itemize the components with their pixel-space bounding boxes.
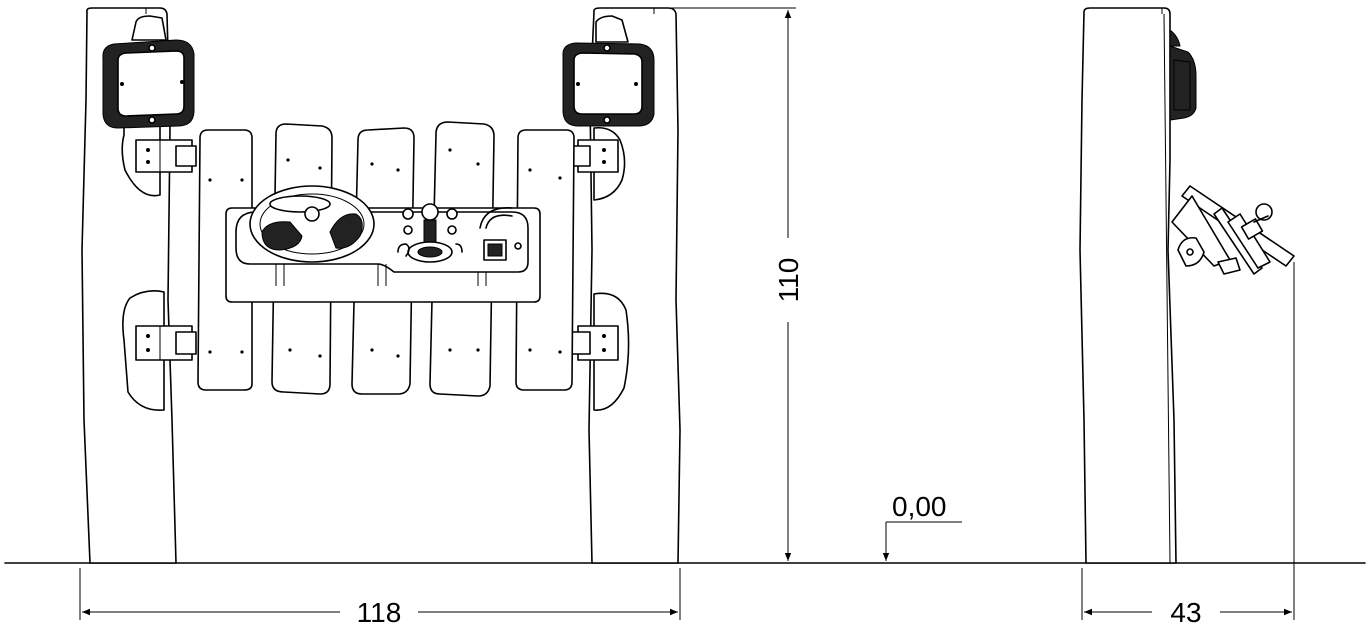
side-post: [1079, 7, 1177, 564]
ground-level-label: 0,00: [892, 491, 947, 522]
width-front-label: 118: [357, 597, 402, 628]
dimension-depth-side: 43: [1081, 262, 1295, 628]
side-view: [1079, 7, 1295, 564]
depth-side-label: 43: [1170, 597, 1201, 628]
front-view: [81, 7, 681, 564]
height-label: 110: [773, 258, 804, 303]
control-panel: [225, 185, 541, 303]
dimension-height: 110: [598, 7, 804, 561]
ground-level-marker: 0,00: [882, 491, 962, 561]
dimension-width-front: 118: [79, 568, 681, 628]
